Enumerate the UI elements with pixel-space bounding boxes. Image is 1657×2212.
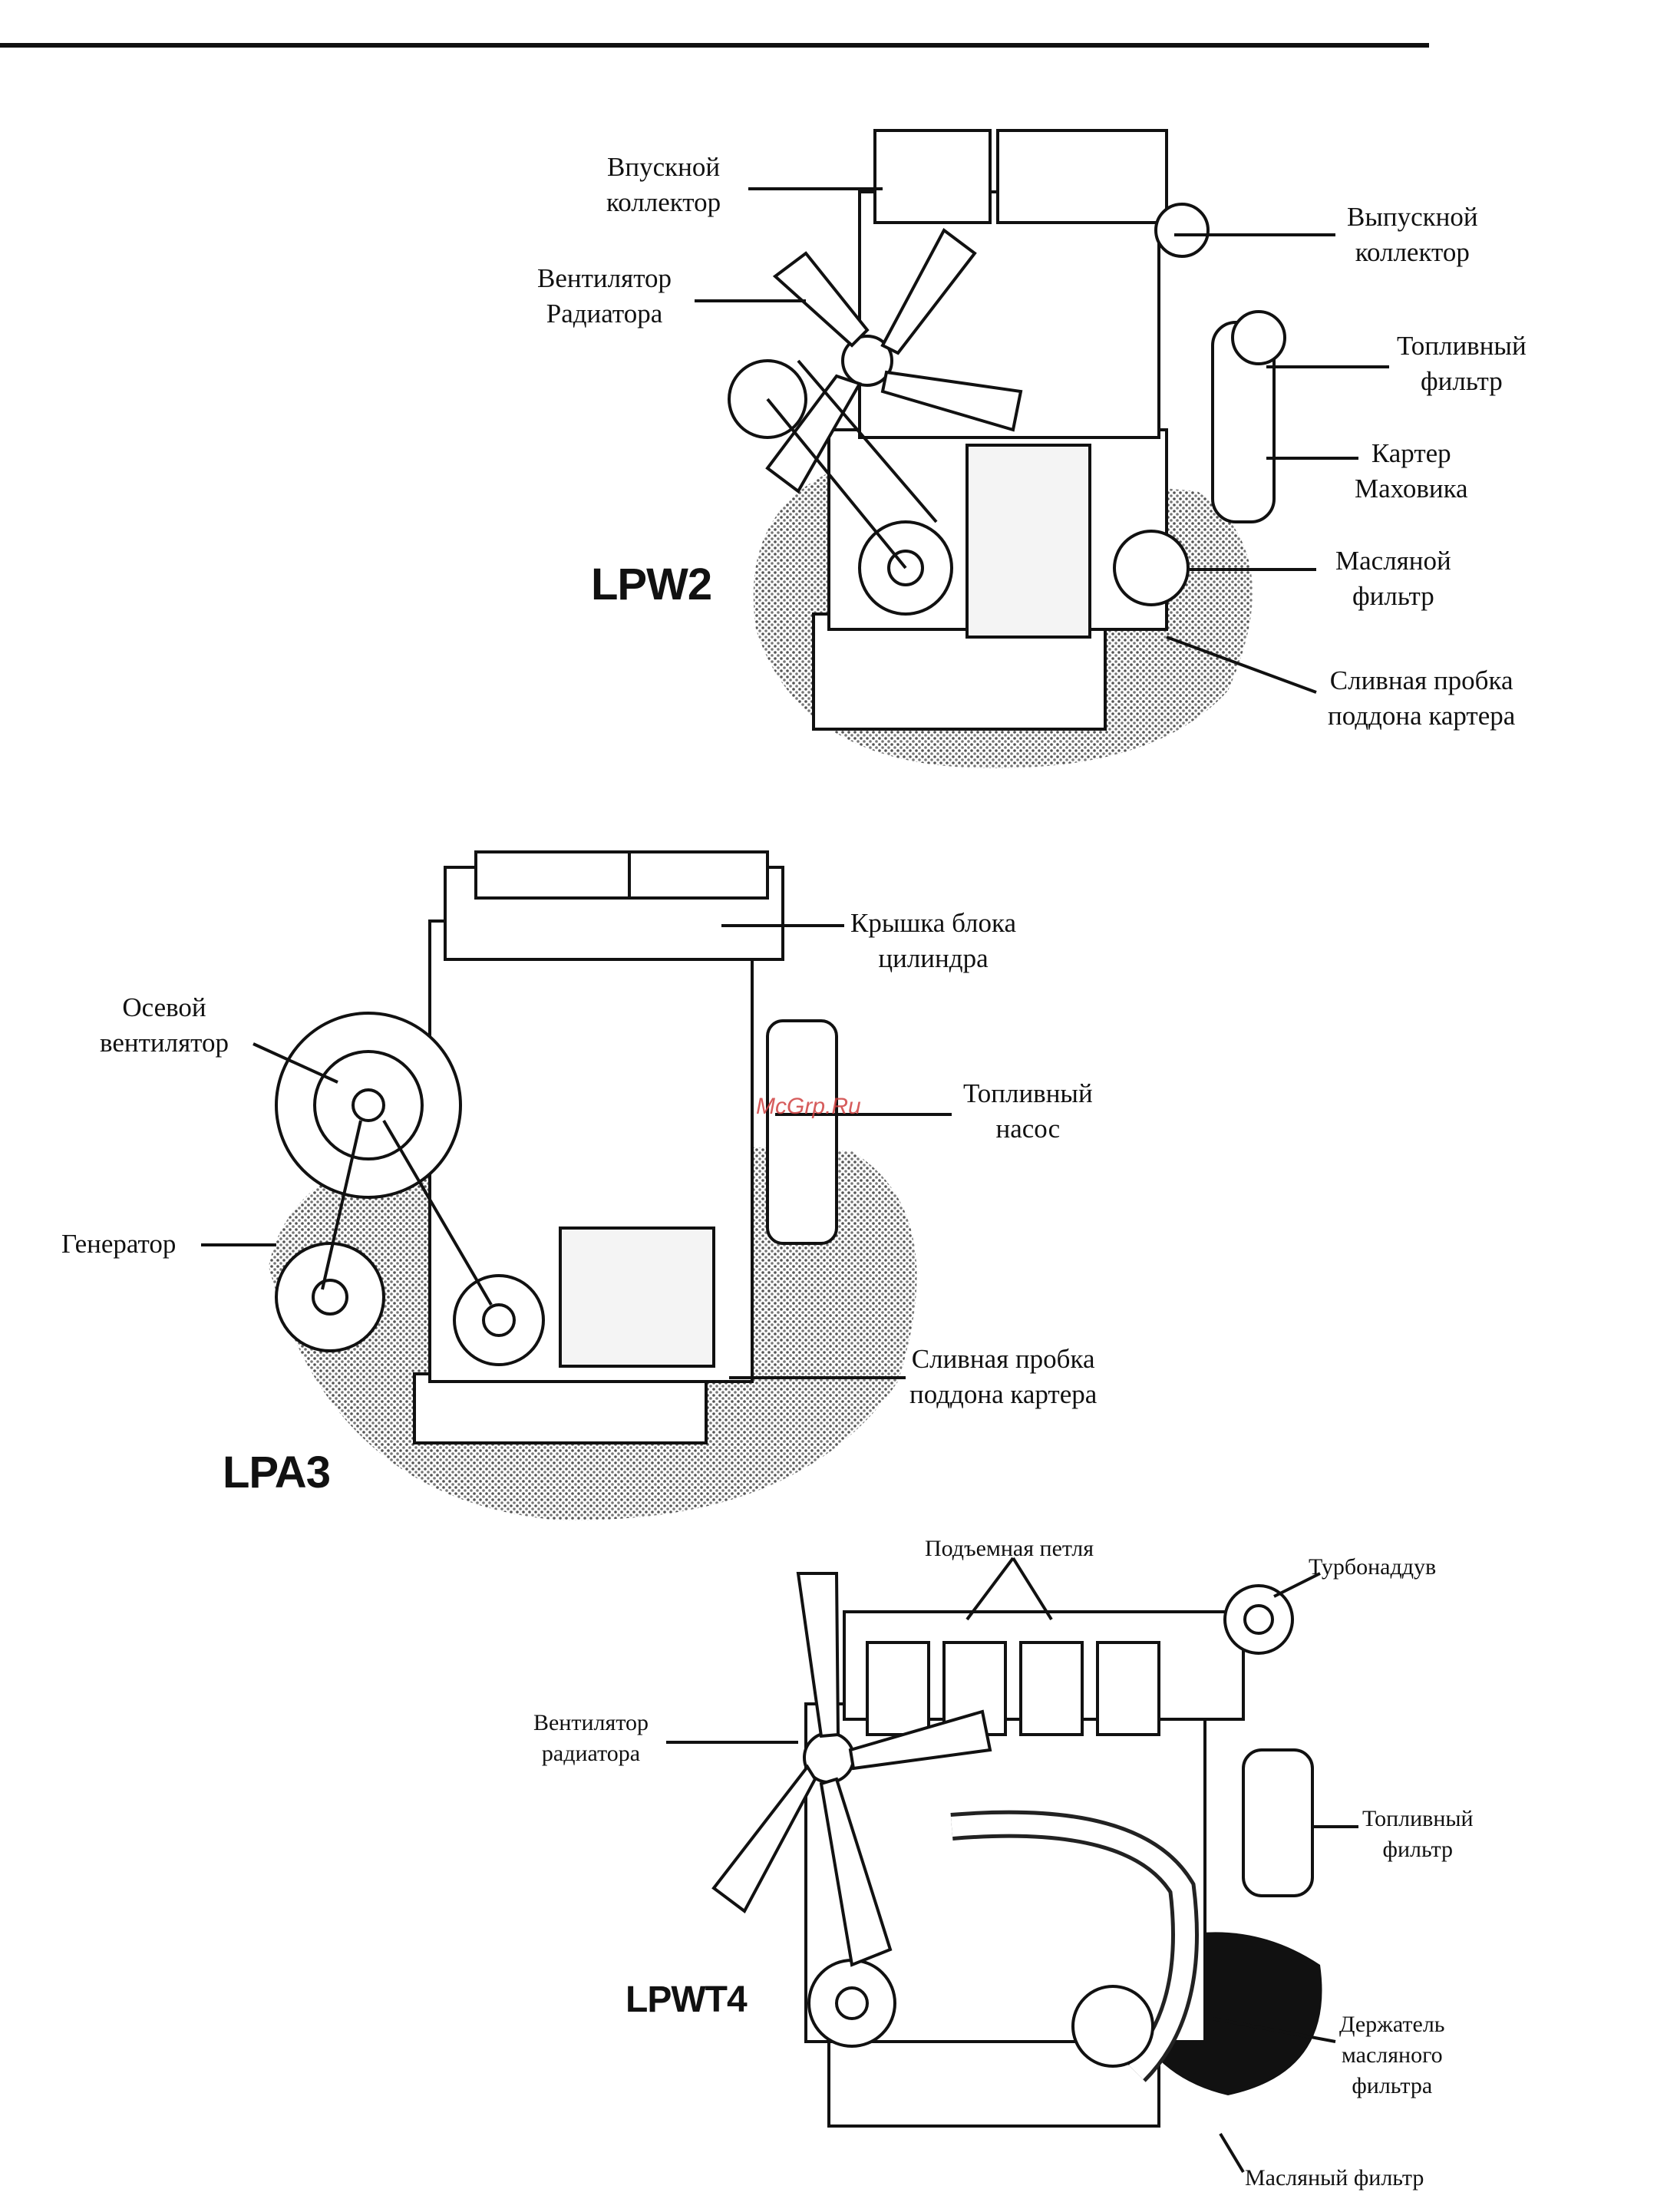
engine-lpwt4-drawing <box>711 1572 1322 2128</box>
label-line: коллектор <box>1355 237 1470 267</box>
label-line: Генератор <box>61 1229 177 1259</box>
label-generator: Генератор <box>61 1227 176 1262</box>
label-line: Сливная пробка <box>1329 665 1513 695</box>
label-line: Топливный <box>1362 1806 1474 1831</box>
label-oil-filter-holder: Держатель масляного фильтра <box>1339 2009 1445 2101</box>
label-line: фильтра <box>1352 2073 1433 2098</box>
label-flywheel-housing: Картер Маховика <box>1355 436 1468 507</box>
label-line: Картер <box>1371 438 1451 468</box>
label-turbocharger: Турбонаддув <box>1309 1552 1436 1583</box>
label-line: поддона картера <box>909 1379 1098 1409</box>
label-line: коллектор <box>606 187 721 217</box>
leader-lines-lpa3 <box>201 924 952 1379</box>
label-line: Осевой <box>122 992 206 1022</box>
label-line: масляного <box>1341 2042 1443 2068</box>
model-label-lpa3: LPA3 <box>223 1448 331 1497</box>
model-label-lpwt4: LPWT4 <box>626 1979 748 2020</box>
label-line: насос <box>995 1114 1061 1144</box>
engine-lpa3-drawing <box>269 850 917 1520</box>
label-fuel-filter-lpwt4: Топливный фильтр <box>1362 1804 1474 1865</box>
label-line: Топливный <box>963 1078 1093 1108</box>
label-line: Вентилятор <box>533 1710 649 1735</box>
label-axial-fan: Осевой вентилятор <box>100 990 229 1061</box>
label-fuel-pump: Топливный насос <box>963 1076 1093 1147</box>
label-line: Держатель <box>1339 2012 1445 2037</box>
label-drain-plug-lpw2: Сливная пробка поддона картера <box>1328 663 1515 734</box>
label-radiator-fan-lpwt4: Вентилятор радиатора <box>533 1708 649 1769</box>
label-line: фильтр <box>1352 581 1434 611</box>
label-oil-filter-lpw2: Масляной фильтр <box>1335 543 1451 614</box>
label-line: цилиндра <box>878 943 989 973</box>
leader-lines-lpw2 <box>695 187 1389 694</box>
label-line: радиатора <box>541 1741 641 1766</box>
label-line: Масляный фильтр <box>1245 2165 1424 2191</box>
top-rule <box>0 43 1429 48</box>
label-line: фильтр <box>1420 366 1503 396</box>
label-line: Топливный <box>1397 331 1527 361</box>
label-oil-filter-lpwt4: Масляный фильтр <box>1245 2163 1424 2194</box>
label-line: вентилятор <box>100 1028 229 1058</box>
label-lifting-eye: Подъемная петля <box>925 1534 1094 1564</box>
watermark: McGrp.Ru <box>756 1094 861 1119</box>
label-line: Крышка блока <box>850 908 1016 938</box>
engine-lpw2-drawing <box>728 129 1286 768</box>
label-exhaust-manifold: Выпускной коллектор <box>1347 200 1478 270</box>
label-line: поддона картера <box>1328 701 1516 731</box>
leader-lines-lpwt4 <box>666 1557 1358 2174</box>
label-line: фильтр <box>1382 1837 1454 1862</box>
label-line: Радиатора <box>546 299 663 328</box>
model-label-lpw2: LPW2 <box>591 560 712 609</box>
label-line: Подъемная петля <box>925 1536 1094 1561</box>
label-fuel-filter-lpw2: Топливный фильтр <box>1397 328 1527 399</box>
label-line: Масляной <box>1335 546 1451 576</box>
label-radiator-fan: Вентилятор Радиатора <box>537 261 672 332</box>
label-line: Маховика <box>1355 474 1468 503</box>
label-intake-manifold: Впускной коллектор <box>606 150 721 220</box>
label-line: Выпускной <box>1347 202 1478 232</box>
label-cylinder-head-cover: Крышка блока цилиндра <box>850 906 1016 976</box>
label-line: Турбонаддув <box>1309 1554 1437 1580</box>
label-drain-plug-lpa3: Сливная пробка поддона картера <box>909 1342 1097 1412</box>
label-line: Впускной <box>607 152 721 182</box>
label-line: Сливная пробка <box>911 1344 1095 1374</box>
label-line: Вентилятор <box>537 263 672 293</box>
